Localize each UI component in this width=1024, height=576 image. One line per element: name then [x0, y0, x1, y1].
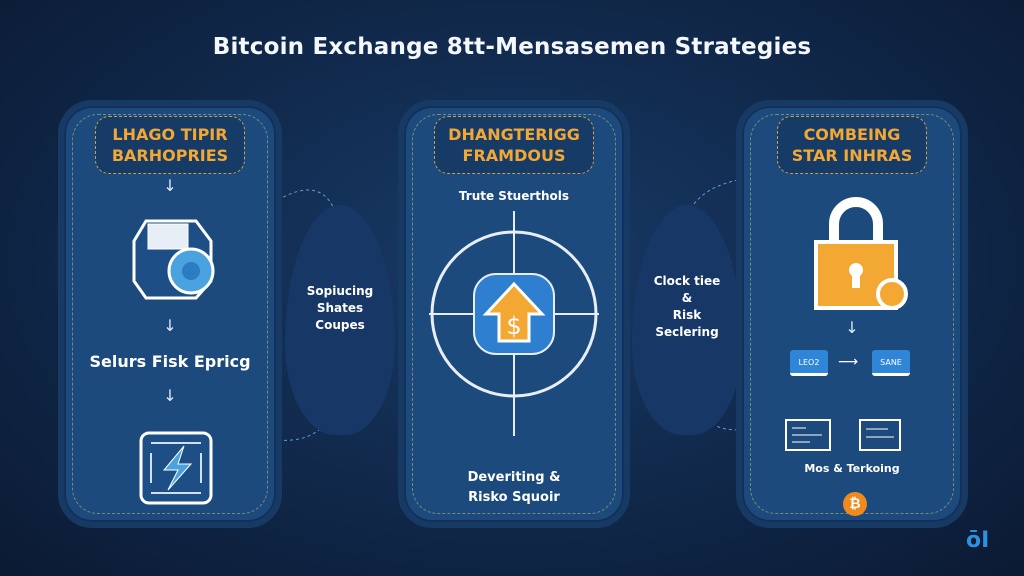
svg-text:$: $	[506, 312, 521, 340]
connector-2-text: Risk	[672, 308, 702, 322]
connector-bubble-1: Sopiucing Shates Coupes	[285, 205, 395, 435]
panel-3-caption: Mos & Terkoing	[804, 462, 900, 475]
padlock-icon	[814, 197, 908, 310]
arrow-down-icon: ↓	[163, 386, 177, 405]
connector-1-text: Coupes	[315, 318, 365, 332]
bitcoin-coin-icon: ₿	[843, 492, 867, 516]
arrow-down-icon: ↓	[163, 316, 177, 335]
connector-2-text: Seclering	[655, 325, 719, 339]
connector-2-text: &	[681, 291, 693, 305]
server-bolt-icon	[139, 431, 213, 505]
panel-2-caption-line2: Risko Squoir	[468, 490, 560, 505]
laptop-left: LEO2	[790, 350, 828, 376]
connector-1-text: Sopiucing	[306, 284, 374, 298]
connector-bubble-2: Clock tiee & Risk Seclering	[632, 205, 742, 435]
transfer-arrow-icon: ⟶	[838, 354, 859, 370]
connector-2-text: Clock tiee	[653, 274, 721, 288]
connector-1-text: Shates	[316, 301, 364, 315]
logo-icon: ōI	[966, 528, 990, 553]
monitoring-screens-icon	[785, 419, 901, 451]
panel-2-subtitle: Trute Stuerthols	[458, 189, 570, 203]
panel-1-caption: Selurs Fisk Epricg	[89, 352, 251, 371]
panel-2-caption-line1: Deveriting &	[467, 470, 561, 485]
laptop-right: SANE	[872, 350, 910, 376]
page-title: Bitcoin Exchange 8tt-Mensasemen Strategi…	[212, 34, 812, 60]
target-dollar-icon: $	[429, 211, 599, 436]
exchange-shield-icon	[132, 219, 215, 300]
arrow-down-icon: ↓	[845, 318, 859, 337]
arrow-down-icon: ↓	[163, 176, 177, 195]
